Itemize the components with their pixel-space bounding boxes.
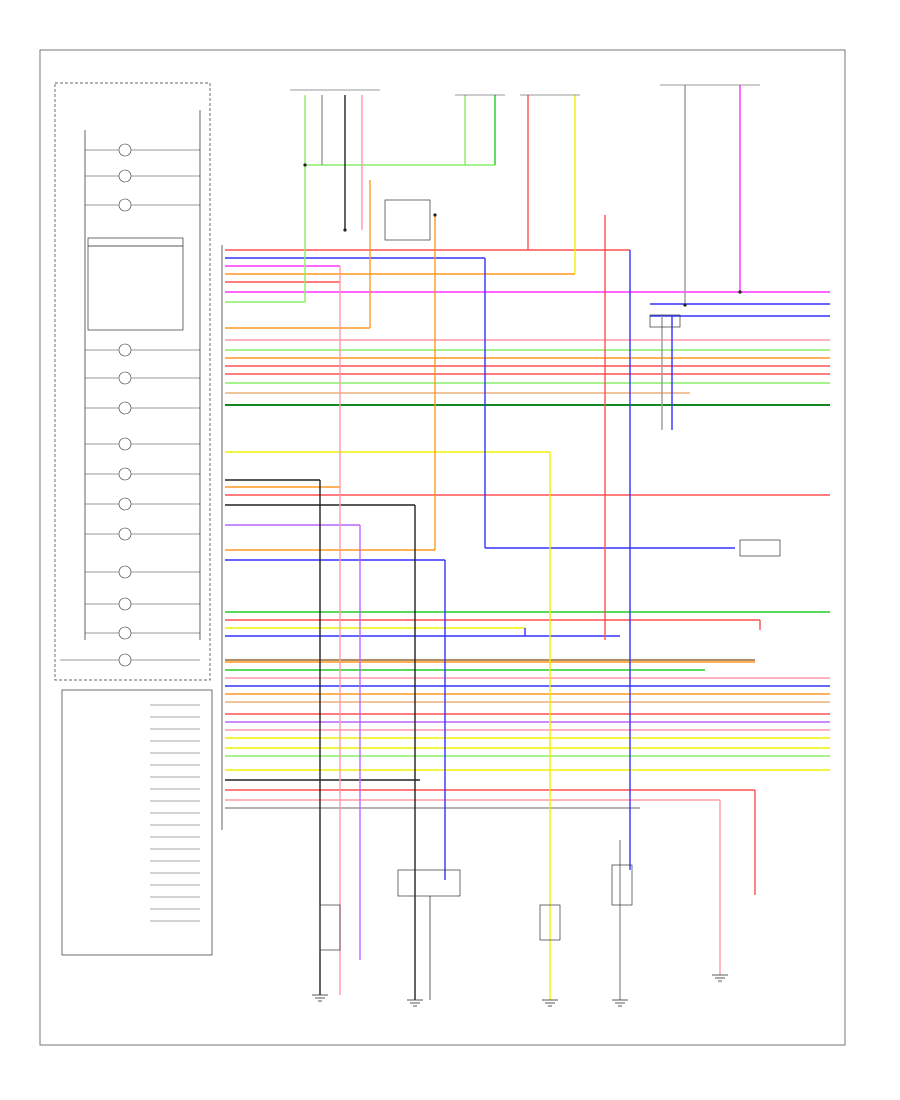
vertical-wires: [304, 85, 761, 1000]
switch-left: [319, 904, 341, 951]
fuel-pump-module: [397, 869, 461, 897]
diagram-frame: [39, 49, 846, 1046]
cluster-gauge-lines: [150, 704, 200, 922]
cluster-bulb-leads: [60, 149, 200, 661]
fuel-level-sensor: [539, 904, 561, 941]
bottom-components: [319, 864, 633, 1000]
ground-symbols: [312, 974, 728, 1007]
top-connectors: [290, 84, 781, 557]
splice-points: [303, 163, 742, 307]
cluster-indicator-bulbs: [118, 143, 132, 667]
horizontal-wires: [225, 249, 830, 809]
cluster-gauge-box: [61, 689, 213, 956]
instrument-cluster: [54, 82, 213, 956]
rear-component-box: [739, 539, 781, 557]
cluster-module: [87, 237, 184, 331]
component-mid: [611, 864, 633, 906]
